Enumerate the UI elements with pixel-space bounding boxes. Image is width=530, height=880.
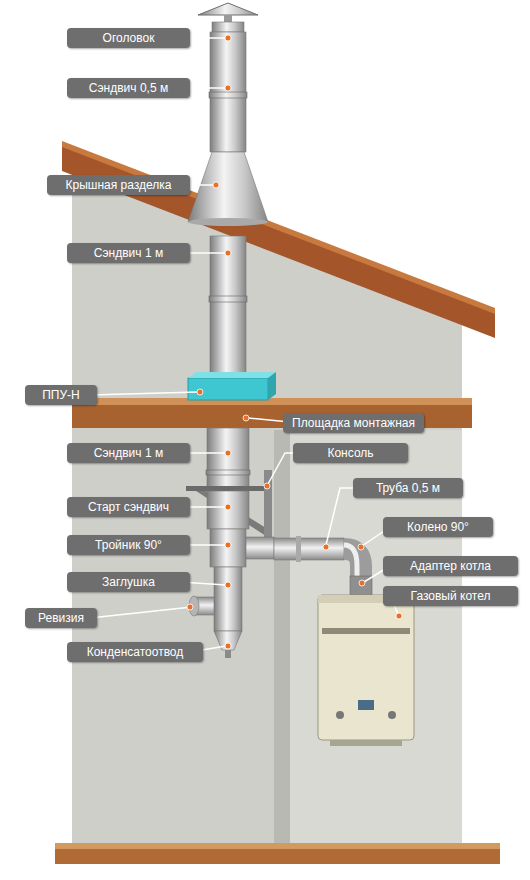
callout-label: ППУ-Н: [25, 385, 97, 405]
boiler-slot: [322, 628, 410, 634]
pipe-section: [207, 428, 249, 490]
boiler-display: [358, 700, 374, 710]
callout-label: Колено 90°: [383, 517, 493, 537]
part-name: Старт сэндвич: [88, 500, 169, 514]
tee-branch: [246, 537, 274, 559]
part-name: Газовый котел: [411, 589, 491, 603]
floor-board: [55, 848, 500, 864]
pipe-ring: [209, 92, 247, 98]
part-name: Заглушка: [102, 575, 155, 589]
callout-label: Площадка монтажная: [283, 413, 424, 433]
part-name: Конденсатоотвод: [87, 645, 184, 659]
part-name: Сэндвич 1 м: [94, 246, 163, 260]
part-name: Тройник 90°: [95, 538, 162, 552]
callout-label: Сэндвич 0,5 м: [67, 78, 190, 98]
part-name: Крышная разделка: [66, 178, 172, 192]
ppu-side: [268, 372, 276, 400]
part-name: Консоль: [327, 446, 373, 460]
condensate-nozzle: [225, 650, 231, 658]
pipe-section: [210, 32, 246, 152]
boiler-knob: [388, 711, 396, 719]
start-sandwich: [207, 491, 249, 529]
flue-ring: [296, 536, 301, 562]
pipe-ring: [209, 296, 247, 302]
leader-lines: [90, 38, 398, 652]
floor-top: [55, 843, 500, 849]
flashing-base: [188, 218, 268, 226]
callout-label: Труба 0,5 м: [353, 478, 463, 498]
elbow-highlight: [344, 545, 357, 576]
callout-label: Заглушка: [67, 572, 190, 592]
flue-pipe: [274, 538, 344, 560]
boiler-bottom: [330, 740, 402, 746]
lower-pipe: [214, 567, 242, 631]
callout-label: Сэндвич 1 м: [67, 443, 190, 463]
part-name: Адаптер котла: [410, 559, 491, 573]
part-name: Площадка монтажная: [292, 416, 415, 430]
callout-label: Ревизия: [25, 608, 97, 628]
ppu-top: [188, 372, 276, 378]
part-name: Ревизия: [38, 611, 84, 625]
roof: [62, 145, 495, 338]
roof-flashing: [188, 152, 268, 222]
tee-body: [210, 529, 246, 567]
partition-edge: [274, 430, 290, 855]
pipe-ring: [206, 470, 250, 475]
ceiling-top: [72, 398, 472, 405]
leader-dots: [187, 35, 402, 649]
partition-wall: [290, 430, 462, 855]
roof-edge: [62, 141, 495, 314]
callout-label: Тройник 90°: [67, 535, 190, 555]
cap-collar: [212, 22, 244, 32]
callout-label: Адаптер котла: [383, 556, 518, 576]
part-name: Колено 90°: [407, 520, 469, 534]
console-plate: [186, 486, 272, 491]
callout-label: Конденсатоотвод: [67, 642, 203, 662]
part-name: Оголовок: [103, 31, 155, 45]
part-name: ППУ-Н: [42, 388, 80, 402]
part-name: Труба 0,5 м: [376, 481, 440, 495]
boiler-knob: [336, 711, 344, 719]
ppu-box: [188, 378, 268, 400]
part-name: Сэндвич 1 м: [94, 446, 163, 460]
callout-label: Крышная разделка: [47, 175, 190, 195]
cap-hat: [198, 3, 258, 15]
callout-label: Консоль: [293, 443, 408, 463]
gas-boiler: [318, 595, 414, 740]
callout-label: Оголовок: [67, 28, 190, 48]
console-wall-plate: [264, 470, 272, 540]
part-name: Сэндвич 0,5 м: [89, 81, 168, 95]
callout-label: Старт сэндвич: [67, 497, 190, 517]
callout-label: Газовый котел: [383, 586, 518, 606]
pipe-section: [210, 236, 246, 380]
callout-label: Сэндвич 1 м: [67, 243, 190, 263]
